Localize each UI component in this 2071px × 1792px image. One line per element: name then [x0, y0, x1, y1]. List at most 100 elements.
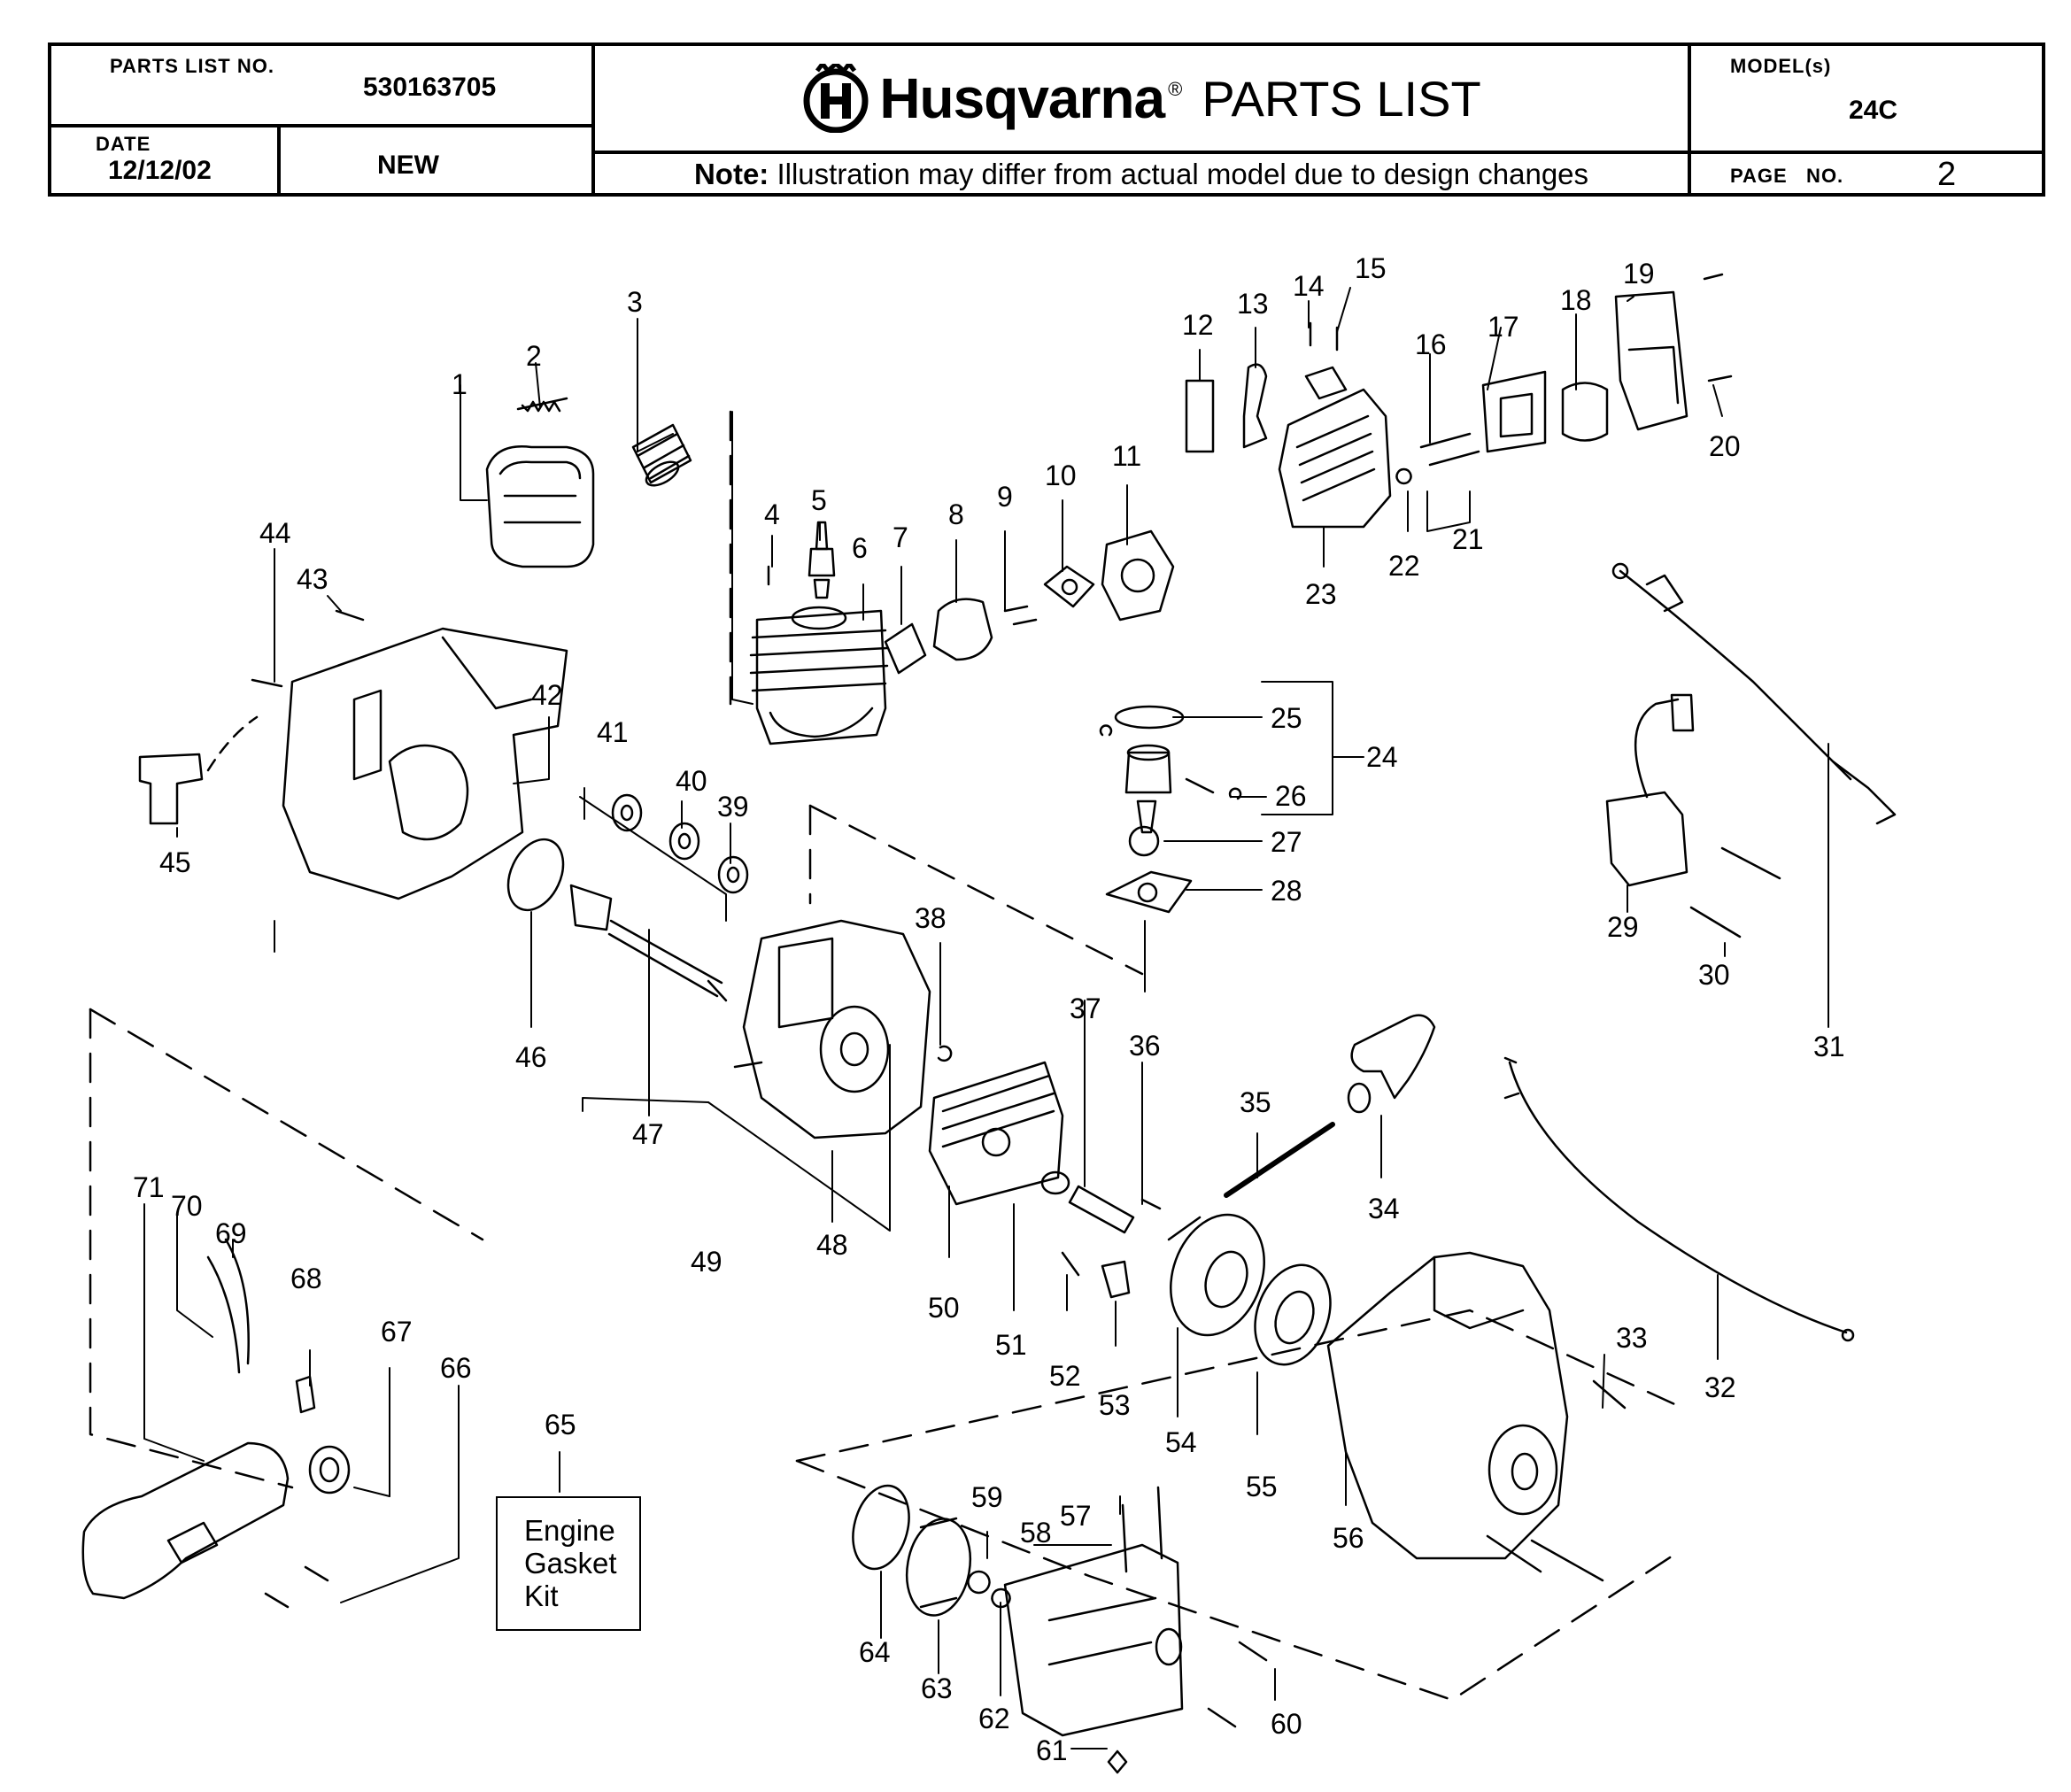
callout-18: 18: [1560, 284, 1592, 316]
part-washers-22: [1395, 467, 1412, 485]
callout-62: 62: [978, 1703, 1010, 1734]
part-bolts-16: [1419, 432, 1480, 467]
note-text: Illustration may differ from actual mode…: [777, 158, 1589, 190]
part-clip: [937, 1045, 953, 1062]
part-cable: [1508, 1061, 1848, 1334]
part-screw: [1689, 906, 1742, 938]
callout-49: 49: [691, 1246, 723, 1278]
part-screw: [1592, 1379, 1627, 1410]
callout-58: 58: [1020, 1517, 1052, 1549]
callout-48: 48: [816, 1229, 848, 1261]
callout-46: 46: [515, 1041, 547, 1073]
callout-33: 33: [1616, 1322, 1648, 1354]
models-label: MODEL(s): [1730, 55, 1832, 77]
part-filter-18: [1561, 382, 1609, 442]
callout-56: 56: [1333, 1522, 1364, 1554]
part-nut: [1107, 1750, 1128, 1774]
dashed-frame: [89, 1008, 484, 1241]
part-screw: [304, 1565, 329, 1582]
part-ignition-module: [1605, 693, 1695, 887]
callout-44: 44: [259, 517, 291, 549]
callout-13: 13: [1237, 288, 1269, 320]
part-switch: [138, 753, 204, 825]
part-screws-20: [1703, 273, 1733, 382]
part-crankshaft: [569, 884, 728, 1002]
part-bushing: [308, 1445, 351, 1495]
callout-57: 57: [1060, 1500, 1092, 1532]
callout-22: 22: [1388, 550, 1420, 582]
part-starter-pulley: [1167, 1213, 1265, 1337]
engine-gasket-kit-box: Engine Gasket Kit: [496, 1496, 641, 1631]
part-intake-gasket: [884, 622, 927, 675]
callout-24: 24: [1366, 741, 1398, 773]
kit-line-1: Engine: [524, 1514, 615, 1547]
callout-30: 30: [1698, 959, 1730, 991]
callout-32: 32: [1704, 1371, 1736, 1403]
part-screw: [1121, 1503, 1128, 1573]
page-title: PARTS LIST: [1202, 70, 1481, 127]
part-air-filter-base-23: [1278, 388, 1392, 529]
part-cover-19: [1614, 290, 1688, 431]
part-rope: [1224, 1122, 1335, 1198]
part-spark-plug: [808, 521, 836, 599]
part-gasket-12: [1185, 379, 1215, 453]
part-screws-14: [1309, 321, 1339, 351]
brand-name: Husqvarna: [879, 66, 1165, 130]
callout-9: 9: [997, 481, 1013, 513]
callout-40: 40: [676, 765, 707, 797]
callout-66: 66: [440, 1352, 472, 1384]
part-screw: [1061, 1251, 1080, 1277]
part-screw: [1720, 846, 1781, 880]
part-clutch-washer: [967, 1570, 991, 1595]
part-clutch-drum-plate: [852, 1484, 910, 1571]
callout-26: 26: [1275, 780, 1307, 812]
callout-2: 2: [526, 340, 542, 372]
brand-logo: Husqvarna ® PARTS LIST: [595, 46, 1688, 151]
callout-14: 14: [1293, 270, 1325, 302]
callout-41: 41: [597, 716, 629, 748]
callout-29: 29: [1607, 911, 1639, 943]
title-cell: Husqvarna ® PARTS LIST Note: Illustratio…: [595, 46, 1688, 193]
dashed-frame: [89, 1008, 294, 1489]
part-o-ring: [506, 838, 565, 912]
callout-17: 17: [1488, 311, 1519, 343]
status-value: NEW: [377, 151, 439, 180]
callout-63: 63: [921, 1672, 953, 1704]
callout-45: 45: [159, 846, 191, 878]
part-carb-gasket: [1043, 565, 1095, 608]
registered-mark: ®: [1168, 78, 1183, 100]
divider: [1688, 46, 1691, 193]
title-block: PARTS LIST NO. 530163705 DATE 12/12/02 N…: [48, 42, 2045, 197]
callout-34: 34: [1368, 1193, 1400, 1224]
part-screw: [264, 1592, 290, 1609]
page-label: PAGE NO.: [1730, 165, 1844, 187]
part-piston: [1124, 744, 1172, 794]
callout-19: 19: [1623, 258, 1655, 290]
part-screw: [1486, 1534, 1604, 1582]
crown-h-icon: [803, 64, 869, 133]
callout-43: 43: [297, 563, 328, 595]
callout-59: 59: [971, 1481, 1003, 1513]
part-screw: [251, 678, 283, 688]
part-bearings: [611, 793, 749, 894]
callout-67: 67: [381, 1316, 413, 1348]
callout-20: 20: [1709, 430, 1741, 462]
part-engine-housing: [282, 627, 568, 900]
part-cylinder: [749, 606, 889, 745]
kit-line-3: Kit: [524, 1580, 559, 1612]
page-number: 2: [1937, 156, 1957, 193]
divider: [591, 151, 1691, 154]
callout-55: 55: [1246, 1471, 1278, 1502]
part-clutch-cover: [1003, 1543, 1184, 1737]
part-pawl: [1101, 1260, 1131, 1299]
part-screw: [1238, 1641, 1268, 1662]
part-recoil-spring: [1254, 1263, 1332, 1366]
callout-27: 27: [1271, 826, 1302, 858]
callout-65: 65: [545, 1409, 576, 1441]
divider: [591, 46, 595, 193]
part-screw: [335, 609, 365, 622]
part-washer: [1040, 1170, 1070, 1195]
callout-5: 5: [811, 484, 827, 516]
callout-70: 70: [171, 1190, 203, 1222]
